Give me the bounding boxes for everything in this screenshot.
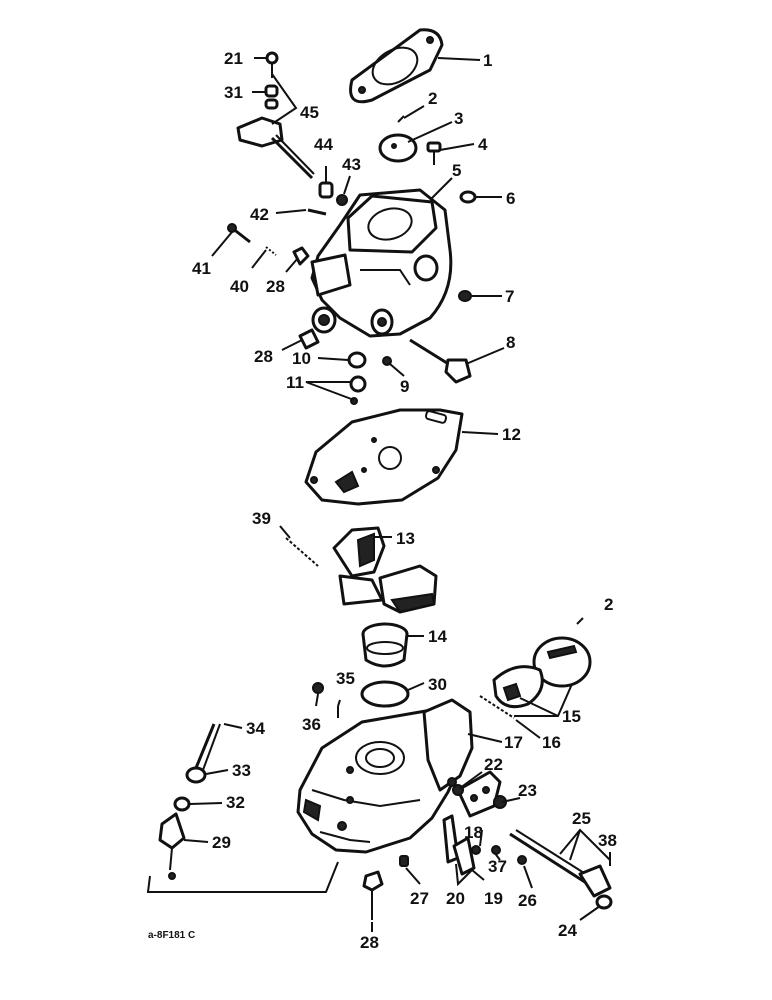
part-plug-27 [399, 855, 409, 867]
callout-43: 43 [342, 155, 361, 174]
part-gasket-9 [382, 356, 392, 366]
callout-42: 42 [250, 205, 269, 224]
part-screw-4 [426, 141, 442, 165]
part-screw-small [397, 115, 405, 123]
callout-13: 13 [396, 529, 415, 548]
part-washer-10 [347, 351, 367, 369]
callout-37: 37 [488, 857, 507, 876]
part-valve-seat-11 [349, 375, 367, 405]
callout-9: 9 [400, 377, 409, 396]
callout-21: 21 [224, 49, 243, 68]
part-choke-shaft-34 [194, 723, 221, 771]
part-screw-small-2 [576, 617, 584, 625]
callout-28-middle: 28 [254, 347, 273, 366]
callout-41: 41 [192, 259, 211, 278]
callout-8: 8 [506, 333, 515, 352]
part-float [332, 526, 438, 614]
callout-31: 31 [224, 83, 243, 102]
callout-25: 25 [572, 809, 591, 828]
part-plug-7 [458, 290, 472, 302]
part-main-jet-needle [409, 338, 472, 384]
part-bushing-32 [173, 796, 191, 812]
callout-34: 34 [246, 719, 265, 738]
callout-22: 22 [484, 755, 503, 774]
part-seal-43 [336, 194, 348, 206]
part-gasket-top [349, 28, 444, 104]
callout-3: 3 [454, 109, 463, 128]
part-fuel-valve-linkage [442, 770, 507, 876]
callout-28-bottom: 28 [360, 933, 379, 952]
callout-5: 5 [452, 161, 461, 180]
callout-18: 18 [464, 823, 483, 842]
callout-4: 4 [478, 135, 488, 154]
callout-11: 11 [286, 373, 304, 392]
callout-27: 27 [410, 889, 429, 908]
callout-2-lower: 2 [604, 595, 613, 614]
callout-32: 32 [226, 793, 245, 812]
callout-35: 35 [336, 669, 355, 688]
callout-24: 24 [558, 921, 577, 940]
callout-36: 36 [302, 715, 321, 734]
callout-16: 16 [542, 733, 561, 752]
part-plug-28-upper [292, 246, 310, 266]
callout-28-upper: 28 [266, 277, 285, 296]
callout-30: 30 [428, 675, 447, 694]
part-plug-6 [459, 190, 477, 204]
part-drain-plug [362, 870, 384, 920]
callout-12: 12 [502, 425, 521, 444]
callout-23: 23 [518, 781, 537, 800]
callout-19: 19 [484, 889, 503, 908]
callout-6: 6 [506, 189, 515, 208]
callout-15: 15 [562, 707, 581, 726]
part-plug-28-middle [298, 328, 320, 350]
callout-38: 38 [598, 831, 617, 850]
part-choke-spring [479, 695, 515, 719]
callout-7: 7 [505, 287, 514, 306]
callout-2: 2 [428, 89, 437, 108]
callout-numbers: 1 2 3 4 5 6 7 8 9 10 11 12 13 14 15 16 1… [192, 49, 617, 952]
part-pin-42 [307, 208, 327, 216]
part-plug-36 [312, 682, 324, 694]
callout-17: 17 [504, 733, 523, 752]
callout-29: 29 [212, 833, 231, 852]
part-spring-33 [185, 766, 207, 784]
drawing-code-label: a-8F181 C [148, 930, 195, 941]
part-venturi [361, 622, 409, 668]
callout-45: 45 [300, 103, 319, 122]
part-choke-plate [492, 636, 592, 709]
callout-39: 39 [252, 509, 271, 528]
part-lever-29 [158, 812, 186, 880]
callout-14: 14 [428, 627, 447, 646]
callout-44: 44 [314, 135, 333, 154]
callout-20: 20 [446, 889, 465, 908]
callout-33: 33 [232, 761, 251, 780]
part-ring-gasket [360, 680, 410, 708]
callout-26: 26 [518, 891, 537, 910]
part-throttle-body [310, 188, 453, 338]
part-throttle-shaft-assembly [236, 51, 315, 180]
part-float-bowl [296, 698, 474, 854]
part-spring-40 [265, 246, 277, 256]
part-bushing-44 [318, 181, 334, 199]
part-throttle-disc [378, 133, 418, 163]
part-float-pin [285, 537, 319, 567]
bracket-line [146, 861, 339, 893]
callout-1: 1 [483, 51, 492, 70]
part-bowl-gasket [304, 408, 464, 506]
leader-lines [183, 57, 611, 932]
callout-40: 40 [230, 277, 249, 296]
callout-10: 10 [292, 349, 311, 368]
